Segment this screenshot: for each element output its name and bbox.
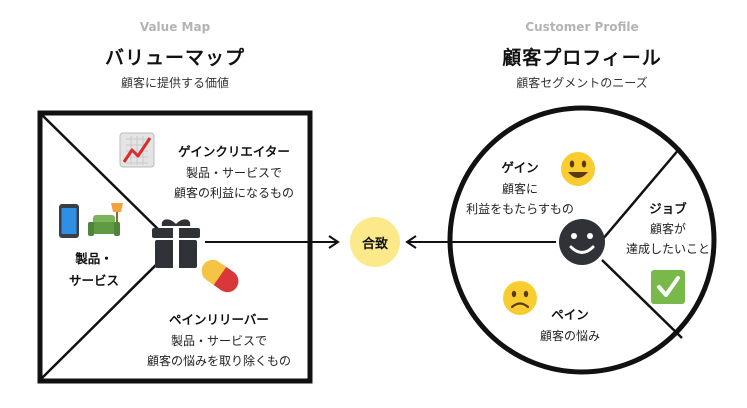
gains-block: ゲイン 顧客に 利益をもたらすもの <box>460 157 580 219</box>
gain-creators-line2: 顧客の利益になるもの <box>173 186 294 200</box>
value-map-title: バリューマップ <box>104 47 245 69</box>
gift-icon <box>152 219 200 268</box>
fit-label: 合致 <box>361 237 388 252</box>
value-map-subtitle: 顧客に提供する価値 <box>120 76 229 90</box>
profile-divider-bottom <box>601 259 683 339</box>
phone-icon <box>59 204 79 238</box>
jobs-title: ジョブ <box>649 201 687 216</box>
customer-profile-circle <box>447 105 717 375</box>
customer-profile-subtitle: 顧客セグメントのニーズ <box>516 76 648 90</box>
pains-line1: 顧客の悩み <box>539 329 600 343</box>
gain-creators-block: ゲインクリエイター 製品・サービスで 顧客の利益になるもの <box>158 141 310 203</box>
pain-relievers-line1: 製品・サービスで <box>170 334 267 348</box>
pain-relievers-line2: 顧客の悩みを取り除くもの <box>146 354 291 368</box>
jobs-line2: 達成したいこと <box>625 242 710 256</box>
products-line1: 製品・ <box>75 251 113 266</box>
value-map-diagonal-top <box>41 114 166 237</box>
pain-relievers-block: ペインリリーバー 製品・サービスで 顧客の悩みを取り除くもの <box>128 309 310 371</box>
gain-creators-title: ゲインクリエイター <box>178 144 290 159</box>
products-line2: サービス <box>68 273 119 288</box>
pains-block: ペイン 顧客の悩み <box>518 304 622 346</box>
gains-line2: 利益をもたらすもの <box>466 202 574 216</box>
arrow-right <box>205 235 340 249</box>
pain-relievers-title: ペインリリーバー <box>169 312 269 327</box>
gain-creators-line1: 製品・サービスで <box>185 166 282 180</box>
value-map-eyebrow: Value Map <box>139 20 211 34</box>
smiley-face-icon <box>559 219 605 265</box>
customer-profile-title: 顧客プロフィール <box>502 47 662 69</box>
check-box-icon <box>651 270 685 304</box>
pill-icon <box>201 259 239 293</box>
value-map-square <box>37 110 313 384</box>
frowning-emoji-icon <box>503 281 537 315</box>
jobs-block: ジョブ 顧客が 達成したいこと <box>612 198 724 259</box>
chart-up-icon <box>119 132 155 168</box>
smiling-emoji-icon <box>561 152 595 186</box>
profile-divider-top <box>601 147 681 241</box>
arrow-left <box>405 235 556 249</box>
value-map-diagonal-bottom <box>41 255 166 379</box>
products-block: 製品・ サービス <box>50 248 138 292</box>
gains-title: ゲイン <box>501 160 539 175</box>
pains-title: ペイン <box>551 307 589 322</box>
sofa-icon <box>88 215 120 236</box>
gains-line1: 顧客に <box>501 182 538 196</box>
customer-profile-eyebrow: Customer Profile <box>525 20 639 34</box>
jobs-line1: 顧客が <box>649 222 686 236</box>
fit-circle <box>350 217 400 267</box>
